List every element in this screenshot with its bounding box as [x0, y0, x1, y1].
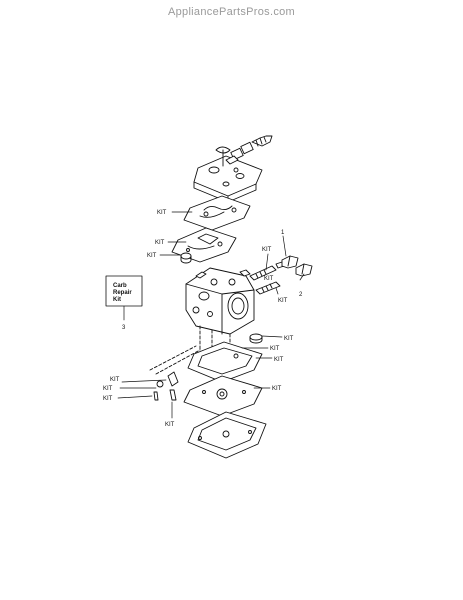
- metering-gasket: [187, 341, 263, 383]
- carb-repair-kit-box: Carb Repair Kit: [105, 275, 143, 307]
- inlet-screen: [180, 252, 192, 264]
- pump-cover: [193, 155, 263, 203]
- labels: KIT KIT KIT KIT 1 KIT 2 KIT 3 KIT KIT KI…: [103, 210, 303, 428]
- kit-box-line2: Repair: [113, 290, 132, 296]
- limiter-cap-1: [281, 255, 299, 269]
- label-kit-needle-lower: KIT: [264, 276, 274, 282]
- kit-box-line1: Carb: [113, 283, 127, 289]
- label-kit-left-1: KIT: [110, 377, 120, 383]
- label-kit-metering-diaphragm: KIT: [272, 386, 282, 392]
- label-callout-2: 2: [299, 292, 303, 298]
- label-kit-needle-upper: KIT: [262, 247, 272, 253]
- label-kit-needle-right: KIT: [278, 298, 288, 304]
- inlet-needle-parts: [149, 345, 201, 401]
- label-kit-metering-gasket-b: KIT: [274, 357, 284, 363]
- label-kit-check-valve: KIT: [284, 336, 294, 342]
- label-kit-pump-gasket: KIT: [155, 240, 165, 246]
- idle-adjust-screw: [225, 135, 273, 165]
- label-kit-left-2: KIT: [103, 386, 113, 392]
- kit-box-line3: Kit: [113, 297, 121, 303]
- label-callout-1: 1: [281, 230, 285, 236]
- label-kit-metering-gasket-a: KIT: [270, 346, 280, 352]
- site-watermark: AppliancePartsPros.com: [167, 6, 296, 18]
- label-callout-3: 3: [122, 325, 126, 331]
- metering-cover: [187, 411, 267, 459]
- label-kit-inlet-screen: KIT: [147, 253, 157, 259]
- pump-diaphragm: [183, 195, 251, 231]
- check-valve: [249, 333, 263, 344]
- carburetor-body: [185, 267, 255, 356]
- limiter-cap-2: [295, 263, 313, 277]
- metering-diaphragm: [183, 375, 263, 417]
- primer-screw: [215, 146, 231, 167]
- label-kit-bottom: KIT: [165, 422, 175, 428]
- label-kit-left-3: KIT: [103, 396, 113, 402]
- leader-lines: [117, 211, 305, 419]
- label-kit-pump-diaphragm: KIT: [157, 210, 167, 216]
